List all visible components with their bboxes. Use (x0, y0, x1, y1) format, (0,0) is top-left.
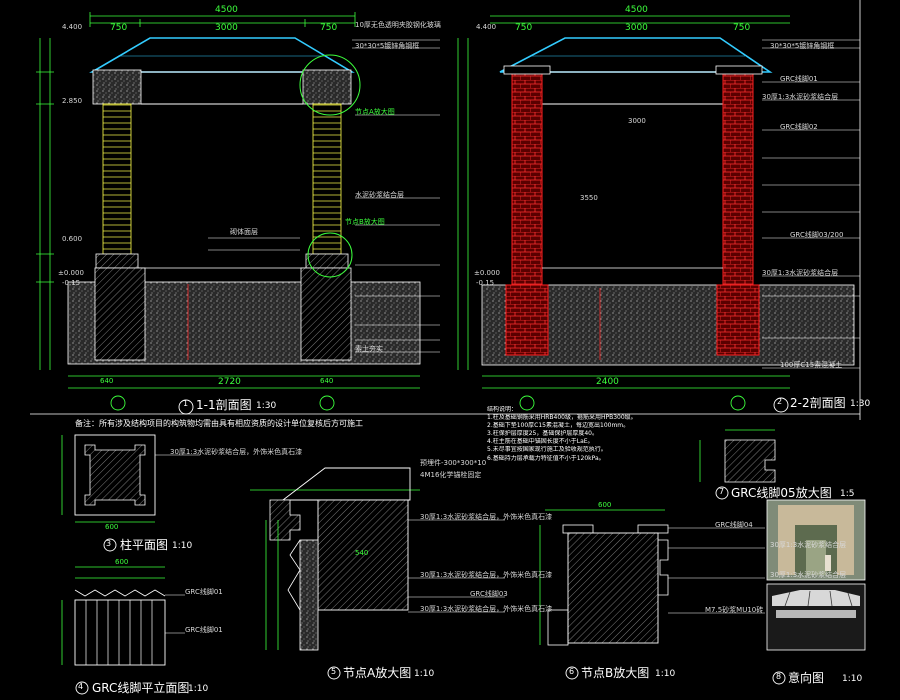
s1-elev-neg: -0.15 (62, 279, 81, 287)
d3-label: 30厚1:3水泥砂浆结合层，外饰米色真石漆 (170, 448, 303, 456)
notes-line: 1.柱及基础钢筋采用HRB400级，箍筋采用HPB300级。 (487, 414, 637, 422)
detail-node-b (539, 509, 765, 680)
s1-bottom-dim-a: 640 (100, 377, 114, 385)
d7-title: GRC线脚05放大图 (731, 486, 832, 500)
s1-dim-mid: 3000 (215, 23, 238, 33)
d3-num: 3 (106, 539, 112, 548)
d5-label-m3: 30厚1:3水泥砂浆结合层，外饰米色真石漆 (420, 605, 553, 613)
d5-num: 5 (331, 667, 337, 676)
notes-line: 6.基础持力层承载力特征值不小于120kPa。 (487, 454, 605, 462)
d5-label-plate: 预埋件-300*300*10 (420, 459, 487, 467)
notes-line: 4.柱主筋在基础中锚固长度不小于LaE。 (487, 438, 594, 446)
s2-label-grc01: GRC线脚01 (780, 75, 818, 83)
d6-scale: 1:10 (655, 669, 676, 679)
s1-elev-top: 4.400 (62, 23, 83, 31)
section-2-2 (457, 0, 861, 420)
s2-label-mortar1: 30厚1:3水泥砂浆结合层 (762, 93, 839, 101)
d5-label-anchor: 4M16化学锚栓固定 (420, 471, 482, 479)
s1-title: 1-1剖面图 (196, 398, 252, 412)
s1-elev-zero: ±0.000 (58, 269, 84, 277)
s1-label-angle: 30*30*5镀锌角钢框 (355, 42, 420, 50)
s2-label-grc03: GRC线脚03/200 (790, 231, 844, 239)
s1-scale: 1:30 (256, 401, 277, 411)
d8-scale: 1:10 (842, 674, 863, 684)
detail-grc-elevation (61, 566, 185, 695)
s2-title-num: 2 (777, 397, 783, 406)
d4-num: 4 (78, 682, 84, 691)
s1-elev-2: 2.850 (62, 97, 83, 105)
s2-elev-zero: ±0.000 (474, 269, 500, 277)
d6-title: 节点B放大图 (581, 666, 650, 680)
s2-elev-top: 4.400 (476, 23, 497, 31)
s1-bottom-dim-total: 2720 (218, 377, 241, 387)
s2-dim-3000: 3000 (628, 117, 646, 125)
structure-notes: 结构说明： 1.柱及基础钢筋采用HRB400级，箍筋采用HPB300级。 2.基… (487, 406, 772, 463)
d4-label-1: GRC线脚01 (185, 588, 223, 596)
remark-text: 备注：所有涉及结构项目的构筑物均需由具有相应资质的设计单位复核后方可施工 (75, 419, 363, 428)
s2-dim-3550: 3550 (580, 194, 598, 202)
d8-title: 意向图 (788, 671, 825, 685)
detail-grc-05 (699, 429, 776, 500)
d4-label-2: GRC线脚01 (185, 626, 223, 634)
notes-title: 结构说明： (487, 406, 518, 413)
d5-label-m2: 30厚1:3水泥砂浆结合层，外饰米色真石漆 (420, 571, 553, 579)
s2-dim-mid: 3000 (625, 23, 648, 33)
d5-scale: 1:10 (414, 669, 435, 679)
s2-total-width: 4500 (625, 5, 648, 15)
s1-label-node-a: 节点A放大图 (355, 108, 395, 116)
s1-label-soil: 素土夯实 (355, 345, 383, 353)
s2-label-mortar2: 30厚1:3水泥砂浆结合层 (762, 269, 839, 277)
notes-line: 5.未尽事宜按国家现行施工及验收规范执行。 (487, 446, 607, 454)
d3-scale: 1:10 (172, 541, 193, 551)
d3-dim-w: 600 (105, 523, 119, 531)
d6-label-m2: 30厚1:3水泥砂浆结合层 (770, 571, 847, 579)
s1-title-num: 1 (183, 399, 189, 408)
d4-dim-total: 600 (115, 558, 129, 566)
d3-title: 柱平面图 (120, 538, 169, 552)
d6-label-brick: M7.5砂浆MU10砖 (705, 606, 764, 614)
d7-scale: 1:5 (840, 489, 855, 499)
s1-label-masonry: 砌体面层 (230, 228, 258, 236)
intent-photo (766, 499, 866, 685)
s1-label-glass: 10厚无色透明夹胶钢化玻璃 (355, 21, 441, 29)
s2-scale: 1:30 (850, 399, 871, 409)
s2-elev-neg: -0.15 (476, 279, 495, 287)
d7-num: 7 (719, 487, 725, 496)
detail-node-a (250, 467, 505, 680)
d4-title: GRC线脚平立面图 (92, 681, 190, 695)
d6-num: 6 (569, 667, 575, 676)
section-1-1 (36, 12, 440, 415)
d5-label-grc03: GRC线脚03 (470, 590, 508, 598)
d5-label-m1: 30厚1:3水泥砂浆结合层，外饰米色真石漆 (420, 513, 553, 521)
s2-dim-right: 750 (733, 23, 751, 33)
s1-bottom-dim-b: 640 (320, 377, 334, 385)
s1-dim-left: 750 (110, 23, 128, 33)
d5-title: 节点A放大图 (343, 666, 412, 680)
s2-title: 2-2剖面图 (790, 396, 846, 410)
s2-label-angle: 30*30*5镀锌角钢框 (770, 42, 835, 50)
notes-line: 3.柱保护层厚度25，基础保护层厚度40。 (487, 430, 598, 438)
d6-label-grc04: GRC线脚04 (715, 521, 753, 529)
s1-label-mortar: 水泥砂浆结合层 (355, 191, 404, 199)
s2-dim-left: 750 (515, 23, 533, 33)
s2-bottom-dim: 2400 (596, 377, 619, 387)
s1-label-node-b: 节点B放大图 (345, 218, 385, 226)
s1-total-width: 4500 (215, 5, 238, 15)
d8-num: 8 (776, 672, 782, 681)
d6-dim-600: 600 (598, 501, 612, 509)
notes-line: 2.基础下垫100厚C15素混凝土，每边宽出100mm。 (487, 422, 630, 430)
s1-dim-right: 750 (320, 23, 338, 33)
s2-label-grc02: GRC线脚02 (780, 123, 818, 131)
d5-dim-540: 540 (355, 549, 369, 557)
s1-elev-3: 0.600 (62, 235, 83, 243)
detail-column-plan (61, 434, 200, 552)
s2-label-concrete: 100厚C15素混凝土 (780, 361, 843, 369)
d4-scale: 1:10 (188, 684, 209, 694)
d6-label-m1: 30厚1:3水泥砂浆结合层 (770, 541, 847, 549)
